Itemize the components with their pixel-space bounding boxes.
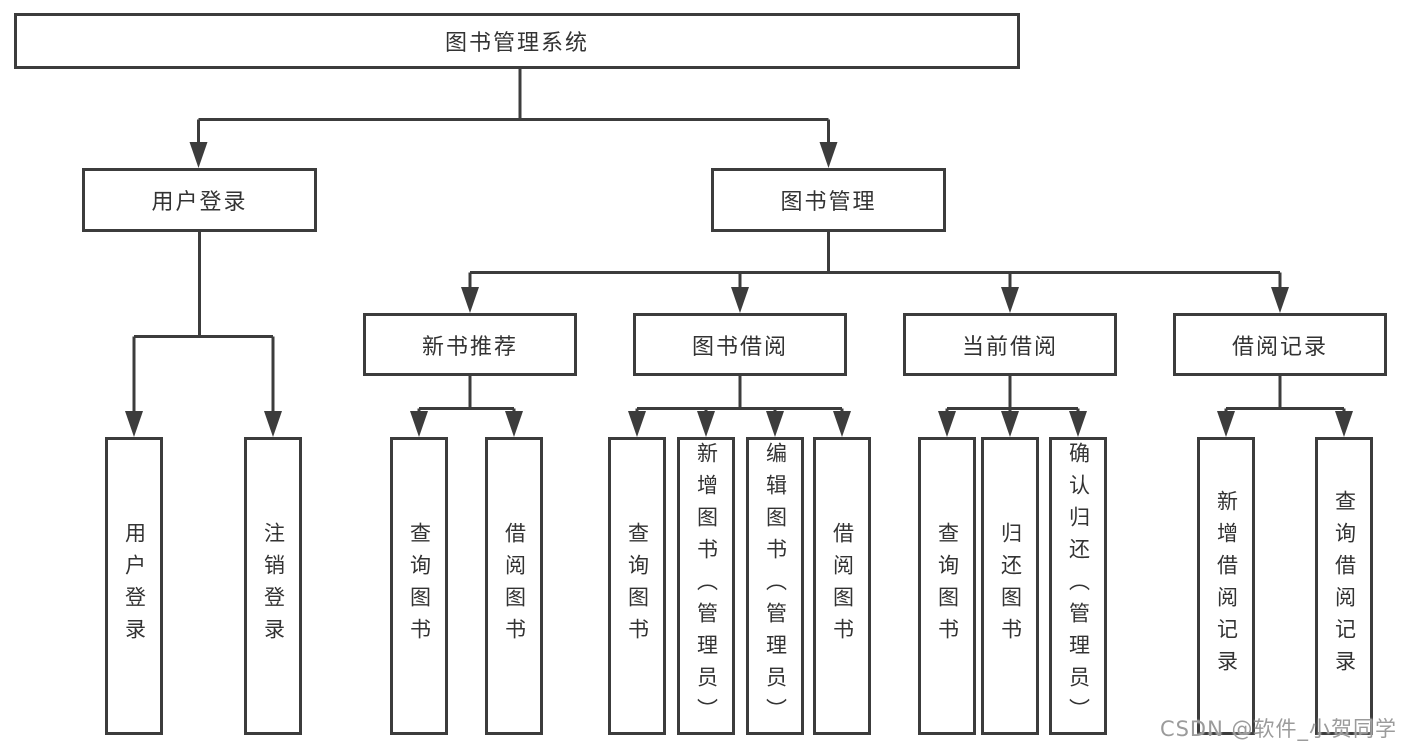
arrow-down-icon [189, 142, 208, 168]
leaf-label: 注销登录 [261, 522, 286, 650]
arrow-down-icon [697, 411, 715, 437]
leaf-label: 借阅图书 [502, 522, 527, 650]
node-label: 图书借阅 [691, 334, 788, 360]
arrow-down-icon [461, 287, 479, 313]
leaf-confirm-return-admin: 确认归还（管理员） [1049, 437, 1107, 735]
arrow-down-icon [766, 411, 784, 437]
leaf-add-books-admin: 新增图书（管理员） [677, 437, 735, 735]
leaf-logout: 注销登录 [244, 437, 302, 735]
node-book-management: 图书管理 [711, 168, 946, 232]
leaf-label: 查询图书 [625, 522, 650, 650]
node-user-login: 用户登录 [82, 168, 317, 232]
leaf-query-borrow-record: 查询借阅记录 [1315, 437, 1373, 735]
node-label: 借阅记录 [1231, 334, 1328, 360]
node-label: 图书管理系统 [444, 31, 589, 56]
leaf-label: 新增图书（管理员） [694, 442, 719, 730]
leaf-label: 借阅图书 [830, 522, 855, 650]
leaf-user-login: 用户登录 [105, 437, 163, 735]
leaf-label: 查询图书 [407, 522, 432, 650]
leaf-label: 新增借阅记录 [1214, 490, 1239, 682]
node-borrow-records: 借阅记录 [1173, 313, 1387, 376]
arrow-down-icon [1001, 411, 1019, 437]
arrow-down-icon [125, 411, 143, 437]
node-new-book-recommend: 新书推荐 [363, 313, 577, 376]
arrow-down-icon [1335, 411, 1353, 437]
leaf-label: 查询借阅记录 [1332, 490, 1357, 682]
arrow-down-icon [410, 411, 428, 437]
leaf-label: 编辑图书（管理员） [763, 442, 788, 730]
leaf-query-books-borrow: 查询图书 [608, 437, 666, 735]
arrow-down-icon [1069, 411, 1087, 437]
arrow-down-icon [833, 411, 851, 437]
csdn-watermark: CSDN @软件_小贺同学 [1159, 717, 1397, 741]
arrow-down-icon [264, 411, 282, 437]
leaf-label: 用户登录 [122, 522, 147, 650]
arrow-down-icon [628, 411, 646, 437]
arrow-down-icon [938, 411, 956, 437]
arrow-down-icon [819, 142, 838, 168]
node-library-management-system: 图书管理系统 [14, 13, 1020, 69]
node-label: 用户登录 [151, 190, 248, 215]
node-label: 图书管理 [780, 190, 877, 215]
node-label: 当前借阅 [961, 334, 1058, 360]
leaf-label: 归还图书 [998, 522, 1023, 650]
leaf-label: 确认归还（管理员） [1066, 442, 1091, 730]
leaf-add-borrow-record: 新增借阅记录 [1197, 437, 1255, 735]
arrow-down-icon [505, 411, 523, 437]
arrow-down-icon [731, 287, 749, 313]
node-label: 新书推荐 [421, 334, 518, 360]
arrow-down-icon [1271, 287, 1289, 313]
node-book-borrow: 图书借阅 [633, 313, 847, 376]
node-current-borrow: 当前借阅 [903, 313, 1117, 376]
leaf-edit-books-admin: 编辑图书（管理员） [746, 437, 804, 735]
arrow-down-icon [1217, 411, 1235, 437]
leaf-query-books-current: 查询图书 [918, 437, 976, 735]
arrowheads [125, 142, 1353, 437]
leaf-borrow-books: 借阅图书 [813, 437, 871, 735]
arrow-down-icon [1001, 287, 1019, 313]
leaf-borrow-books-recommend: 借阅图书 [485, 437, 543, 735]
leaf-query-books-recommend: 查询图书 [390, 437, 448, 735]
leaf-label: 查询图书 [935, 522, 960, 650]
leaf-return-books: 归还图书 [981, 437, 1039, 735]
